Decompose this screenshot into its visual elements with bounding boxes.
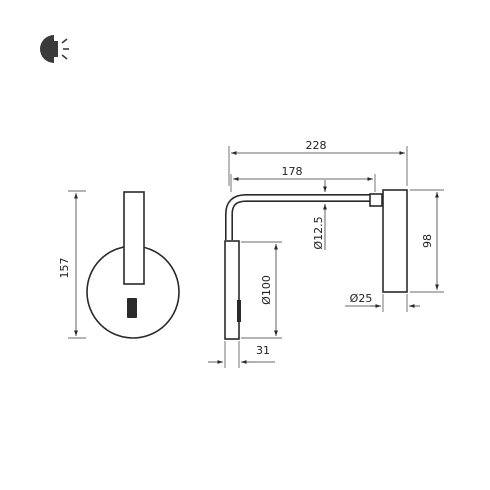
side-view: 228 178 Ø12.5 98 Ø25 Ø100 31	[208, 139, 444, 368]
arm-outline	[225, 194, 375, 240]
arm-joint	[369, 193, 383, 207]
arm-diameter-label: Ø12.5	[312, 216, 325, 249]
side-switch	[237, 300, 241, 322]
side-lamp-head	[382, 189, 408, 293]
overall-length-label: 228	[306, 139, 327, 152]
front-view: 157	[58, 190, 180, 339]
side-base-body	[224, 240, 240, 340]
head-length-label: 98	[421, 234, 434, 248]
arm-length-label: 178	[282, 165, 303, 178]
base-depth-label: 31	[256, 344, 270, 357]
front-lamp-head	[123, 191, 145, 285]
head-diameter-label: Ø25	[350, 292, 373, 305]
base-height-label: 157	[58, 258, 71, 279]
base-diameter-label: Ø100	[260, 275, 273, 305]
arm-fill	[226, 195, 375, 240]
adjustable-light-icon	[40, 35, 69, 63]
front-switch	[127, 298, 137, 318]
